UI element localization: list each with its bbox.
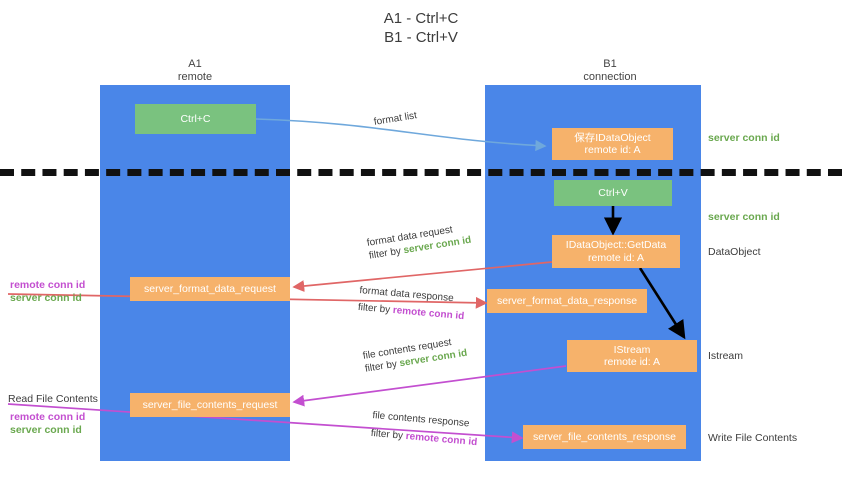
box-server-file-contents-response-label: server_file_contents_response xyxy=(532,430,676,443)
connector-format-data-request xyxy=(292,261,553,292)
box-server-file-contents-response[interactable]: server_file_contents_response xyxy=(523,425,686,449)
box-server-format-data-response-label: server_format_data_response xyxy=(496,294,638,307)
lane-header-b1-name: B1 xyxy=(603,58,617,70)
box-ctrl-v-label: Ctrl+V xyxy=(598,186,628,199)
connector-file-contents-request xyxy=(292,365,567,407)
note-server-conn-id-middle: server conn id xyxy=(708,211,780,223)
lane-header-b1-sub: connection xyxy=(583,70,637,83)
box-save-idataobject-label: 保存IDataObject remote id: A xyxy=(574,131,651,157)
note-dataobject: DataObject xyxy=(708,246,761,258)
connector-format-list xyxy=(255,118,547,152)
box-ctrl-v[interactable]: Ctrl+V xyxy=(554,180,672,206)
note-read-file-contents: Read File Contents xyxy=(8,393,98,405)
lane-header-a1: A1 remote xyxy=(130,58,260,83)
box-server-file-contents-request[interactable]: server_file_contents_request xyxy=(130,393,290,417)
note-istream: Istream xyxy=(708,350,744,362)
box-server-format-data-request[interactable]: server_format_data_request xyxy=(130,277,290,301)
note-server-conn-id-top: server conn id xyxy=(708,132,780,144)
note-write-file-contents: Write File Contents xyxy=(708,432,798,444)
box-ctrl-c[interactable]: Ctrl+C xyxy=(135,104,256,134)
lane-header-b1: B1 connection xyxy=(545,58,675,83)
box-istream-label: IStream remote id: A xyxy=(603,343,661,369)
lane-header-a1-name: A1 xyxy=(188,58,202,70)
note-left-conn-ids-top: remote conn id server conn id xyxy=(10,279,85,305)
diagram-title: A1 - Ctrl+C B1 - Ctrl+V xyxy=(383,10,459,46)
connector-file-contents-response xyxy=(7,403,524,444)
box-idataobject-getdata[interactable]: IDataObject::GetData remote id: A xyxy=(552,235,680,268)
box-server-file-contents-request-label: server_file_contents_request xyxy=(142,398,278,411)
box-ctrl-c-label: Ctrl+C xyxy=(180,112,211,125)
note-left-server-conn-id-bottom: server conn id xyxy=(10,424,82,436)
box-idataobject-getdata-label: IDataObject::GetData remote id: A xyxy=(565,239,667,264)
note-left-remote-conn-id-bottom: remote conn id xyxy=(10,411,86,423)
note-left-server-conn-id-top: server conn id xyxy=(10,292,82,304)
connector-getdata-to-istream xyxy=(638,267,686,340)
box-save-idataobject[interactable]: 保存IDataObject remote id: A xyxy=(552,128,673,160)
phase-divider xyxy=(0,169,842,176)
note-left-remote-conn-id-top: remote conn id xyxy=(10,279,86,291)
note-left-conn-ids-bottom: remote conn id server conn id xyxy=(10,411,85,437)
box-server-format-data-request-label: server_format_data_request xyxy=(144,282,276,295)
box-istream[interactable]: IStream remote id: A xyxy=(567,340,697,372)
box-server-format-data-response[interactable]: server_format_data_response xyxy=(487,289,647,313)
lane-header-a1-sub: remote xyxy=(177,70,213,83)
